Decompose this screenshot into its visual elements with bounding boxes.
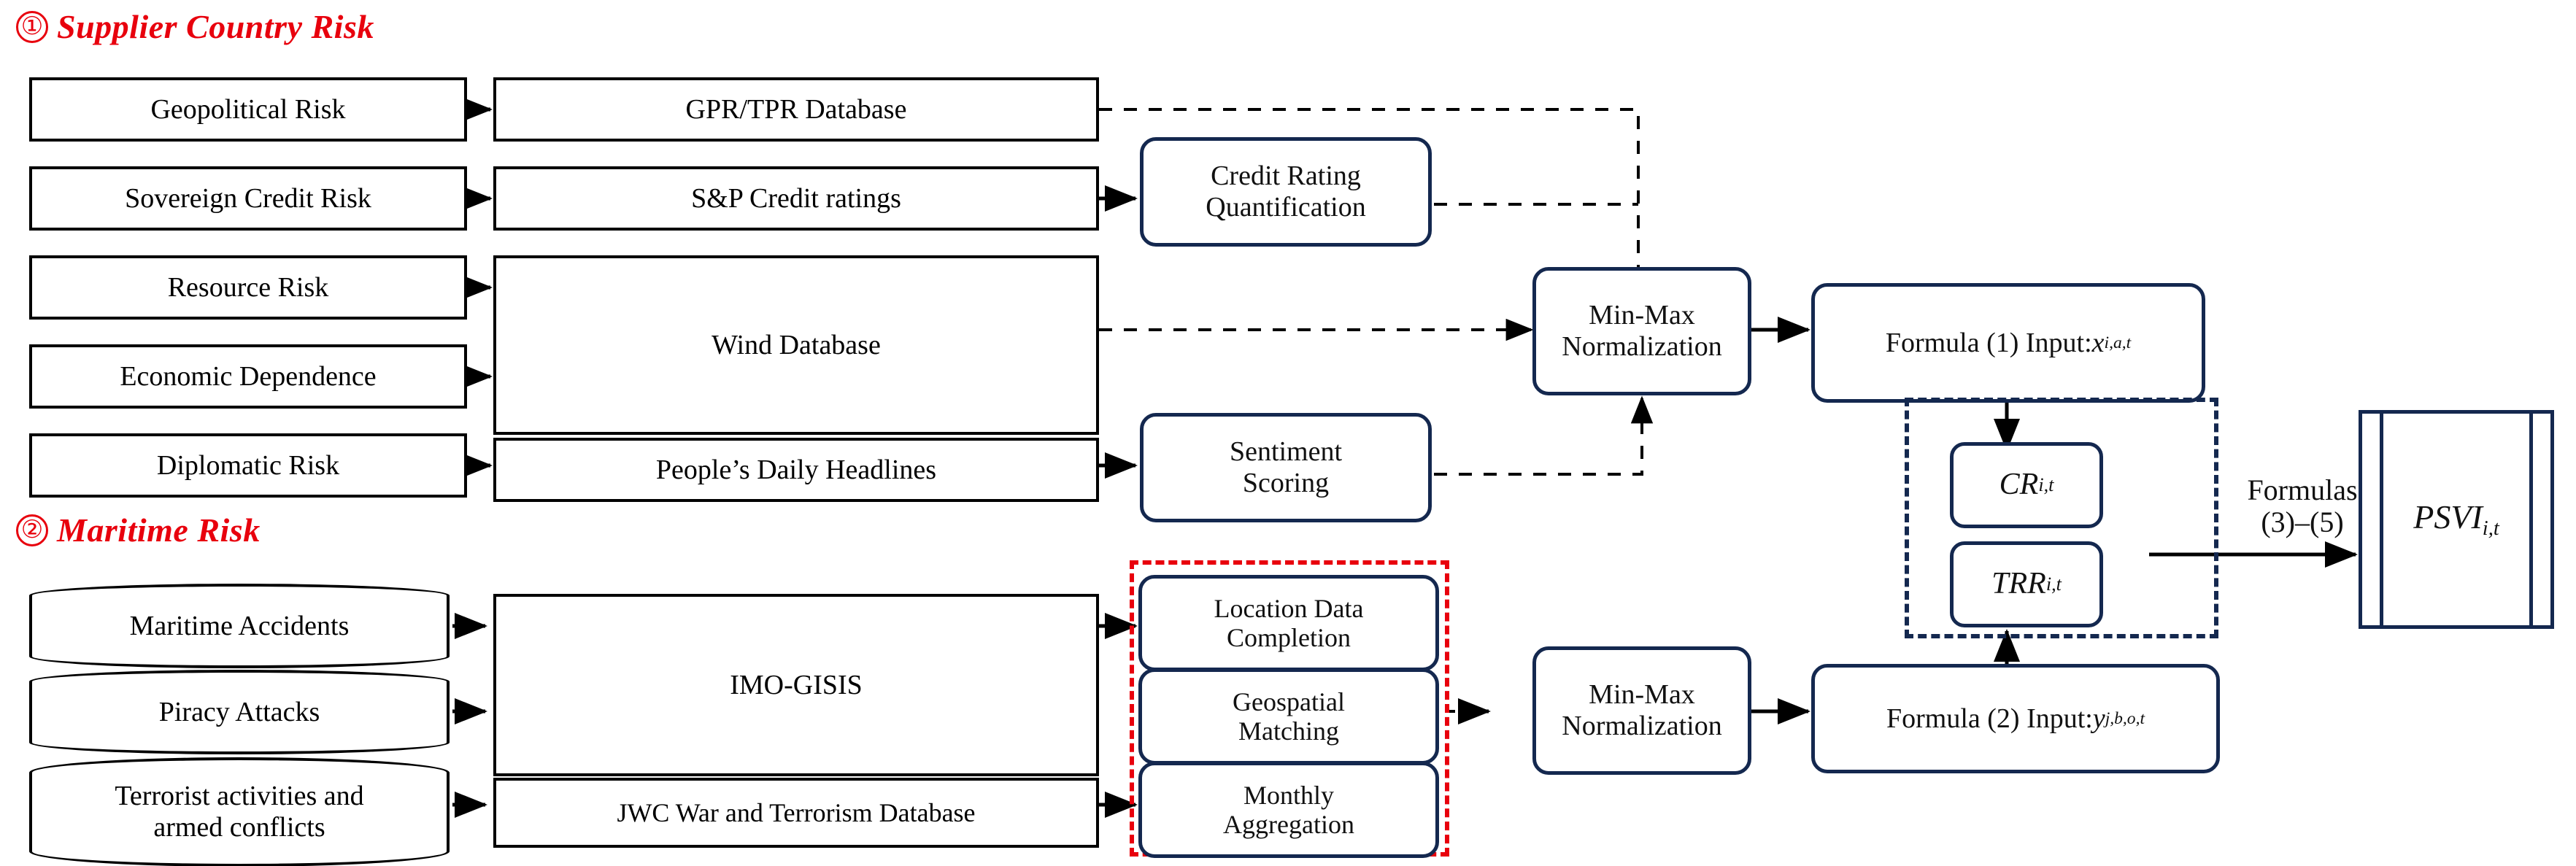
data-source-peoples-daily-headlines[interactable]: People’s Daily Headlines [493,438,1099,502]
formulas-link-line2: (3)–(5) [2261,506,2344,538]
data-source-gpr-tpr[interactable]: GPR/TPR Database [493,77,1099,142]
index-trr-variable: TRR [1991,567,2046,601]
dashed-sentiment-to-normalization [1434,413,1643,476]
section-title-2: Maritime Risk [57,511,261,549]
section-title-1: Supplier Country Risk [57,8,374,45]
data-source-jwc-war-terrorism[interactable]: JWC War and Terrorism Database [493,778,1099,848]
output-psvi-subscript: i,t [2482,517,2499,541]
risk-factor-diplomatic[interactable]: Diplomatic Risk [29,433,467,498]
data-source-wind-database[interactable]: Wind Database [493,255,1099,435]
formula-1-prefix: Formula (1) Input: [1885,327,2092,358]
output-psvi-variable: PSVI [2413,498,2483,536]
process-credit-rating-quantification[interactable]: Credit Rating Quantification [1140,137,1432,247]
risk-factor-geopolitical[interactable]: Geopolitical Risk [29,77,467,142]
piracy-attacks-label: Piracy Attacks [158,696,320,727]
formula-2-subscript: j,b,o,t [2105,708,2145,728]
formulas-link-label: Formulas (3)–(5) [2218,474,2386,538]
formula-2-prefix: Formula (2) Input: [1886,703,2093,734]
section-number-2: ② [16,514,48,546]
maritime-source-maritime-accidents[interactable]: Maritime Accidents [29,584,450,668]
process-min-max-normalization-supplier[interactable]: Min-Max Normalization [1532,267,1751,395]
process-geospatial-matching[interactable]: Geospatial Matching [1138,668,1439,765]
process-monthly-aggregation[interactable]: Monthly Aggregation [1138,762,1439,858]
formula-2-variable: y [2092,703,2105,734]
formulas-link-line1: Formulas [2247,473,2358,506]
maritime-accidents-label: Maritime Accidents [129,610,350,641]
risk-factor-resource[interactable]: Resource Risk [29,255,467,320]
section-heading-supplier-country-risk: ① Supplier Country Risk [16,7,374,46]
output-psvi[interactable]: PSVIi,t [2359,410,2554,629]
maritime-source-piracy-attacks[interactable]: Piracy Attacks [29,670,450,754]
formula-1-subscript: i,a,t [2104,333,2132,352]
index-cr-subscript: i,t [2038,474,2054,496]
terrorist-activities-label: Terrorist activities and armed conflicts [115,781,364,843]
process-location-data-completion[interactable]: Location Data Completion [1138,575,1439,671]
maritime-source-terrorist-activities[interactable]: Terrorist activities and armed conflicts [29,757,450,866]
risk-factor-economic-dependence[interactable]: Economic Dependence [29,344,467,409]
section-number-1: ① [16,10,48,43]
data-source-sp-credit-ratings[interactable]: S&P Credit ratings [493,166,1099,231]
process-sentiment-scoring[interactable]: Sentiment Scoring [1140,413,1432,522]
section-heading-maritime-risk: ② Maritime Risk [16,511,261,549]
data-source-imo-gisis[interactable]: IMO-GISIS [493,594,1099,776]
indices-group-frame [1905,398,2218,638]
index-cr-variable: CR [1999,468,2039,502]
formula-1-variable: x [2091,327,2105,358]
risk-factor-sovereign-credit[interactable]: Sovereign Credit Risk [29,166,467,231]
index-trr-subscript: i,t [2045,573,2062,595]
process-min-max-normalization-maritime[interactable]: Min-Max Normalization [1532,646,1751,775]
